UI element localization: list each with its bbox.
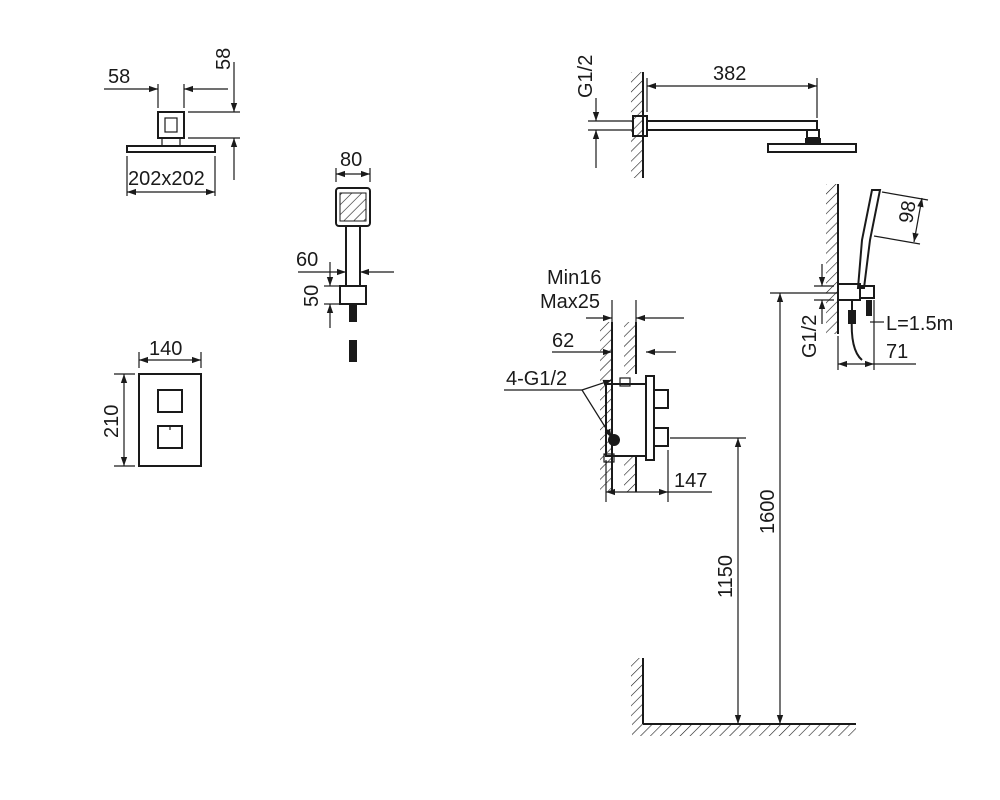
hand-shower-holder-side-view	[814, 184, 929, 370]
panel-width-label: 140	[149, 338, 182, 360]
holder-thread-label: G1/2	[799, 315, 821, 358]
inlets-label: 4-G1/2	[506, 368, 567, 390]
head-size-label: 202x202	[128, 168, 205, 190]
shower-head-front-view	[104, 62, 240, 196]
wall-min-label: Min16	[547, 267, 601, 289]
head-width-label: 58	[108, 66, 130, 88]
hose-length-label: L=1.5m	[886, 313, 953, 335]
valve-wall-section	[504, 300, 712, 502]
valve-height-label: 1150	[715, 555, 737, 598]
shower-arm-side-view	[588, 72, 857, 178]
bracket-height-label: 50	[301, 285, 323, 307]
wall-max-label: Max25	[540, 291, 600, 313]
head-height-label: 58	[213, 48, 235, 70]
holder-offset-label: 71	[886, 341, 908, 363]
arm-length-label: 382	[713, 63, 746, 85]
holder-length-label: 98	[895, 199, 921, 225]
hand-shower-width-label: 80	[340, 149, 362, 171]
bracket-width-label: 60	[296, 249, 318, 271]
control-panel	[114, 352, 202, 467]
valve-depth-label: 62	[552, 330, 574, 352]
arm-thread-label: G1/2	[575, 55, 597, 98]
installation-heights	[631, 292, 856, 736]
outlet-height-label: 1600	[757, 490, 779, 535]
panel-depth-label: 147	[674, 470, 707, 492]
panel-height-label: 210	[101, 405, 123, 438]
hand-shower	[298, 168, 394, 362]
